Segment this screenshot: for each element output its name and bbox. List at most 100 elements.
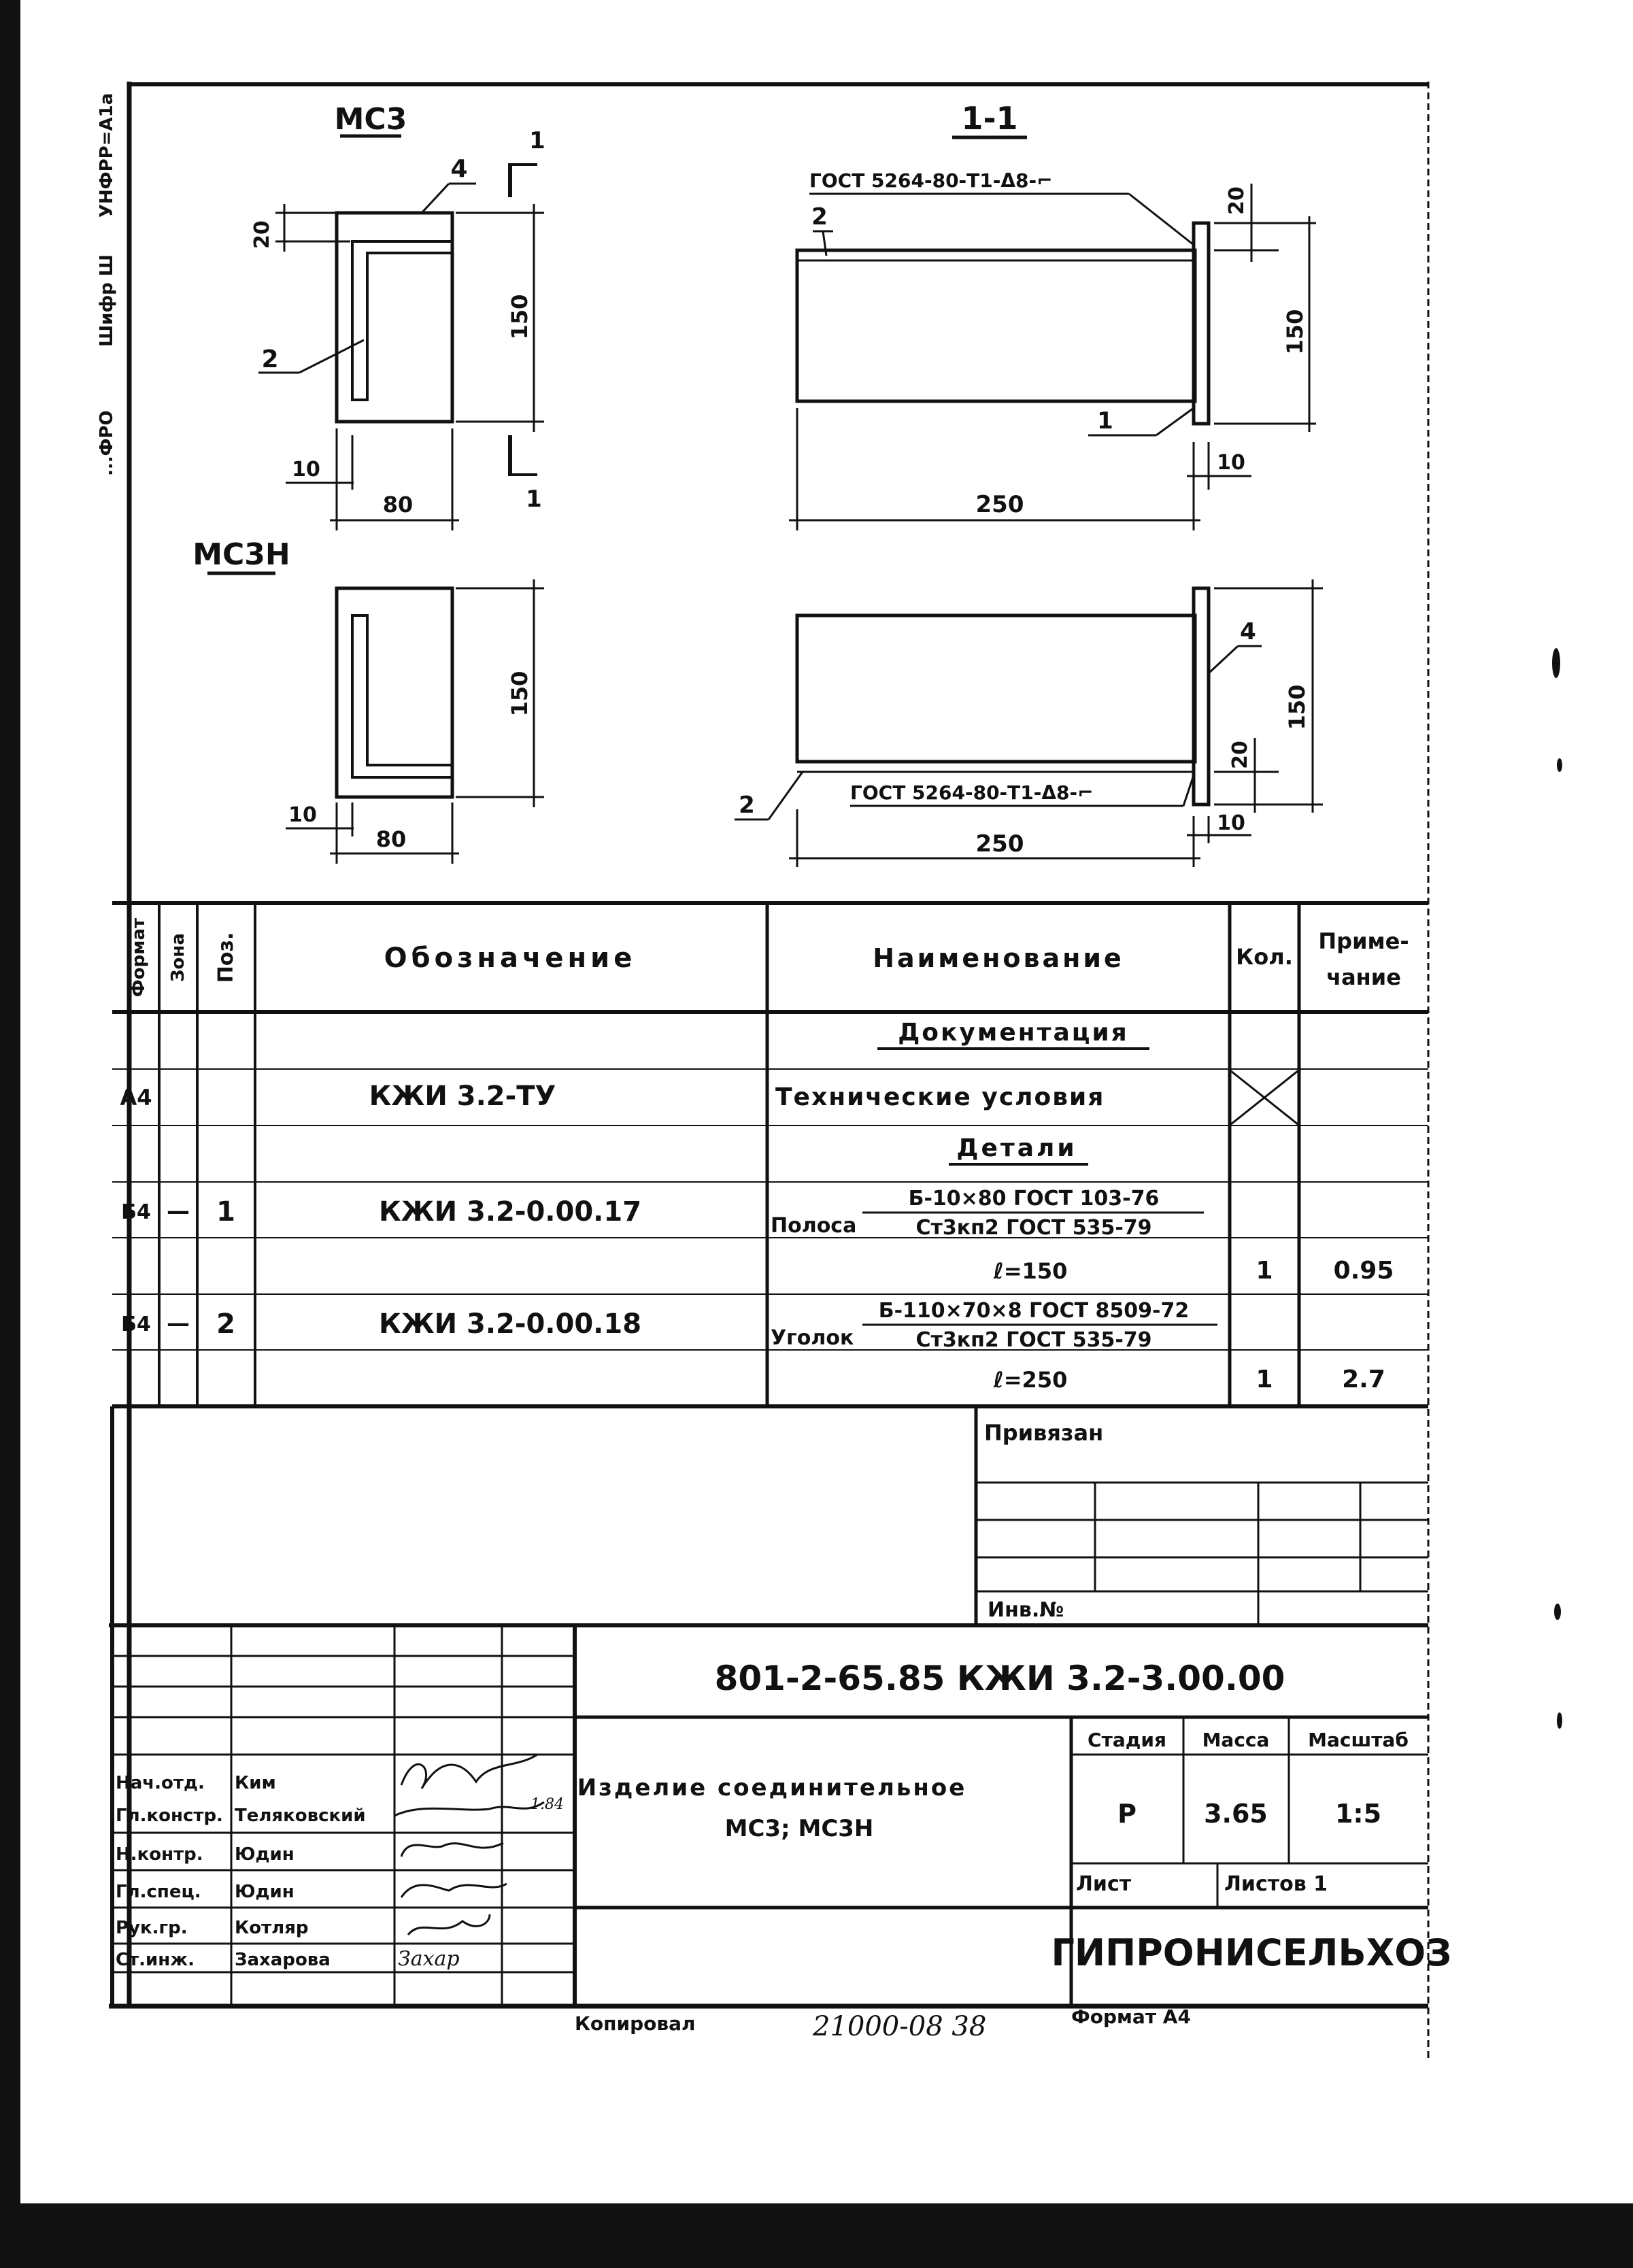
row1-qty: 1 — [1256, 1257, 1273, 1285]
sig-name: Юдин — [235, 1844, 294, 1865]
sheet-frame — [109, 82, 1430, 2061]
row1-designation: КЖИ 3.2-0.00.17 — [379, 1196, 641, 1228]
format-label: Формат А4 — [1071, 2005, 1191, 2028]
row2-qty: 1 — [1256, 1366, 1273, 1393]
copy-number: 21000-08 38 — [812, 2011, 986, 2042]
sig-role: Гл.констр. — [116, 1806, 223, 1826]
header-pos: Поз. — [214, 932, 238, 983]
table-row: Б4 — 2 КЖИ 3.2-0.00.18 Уголок Б-110×70×8… — [121, 1299, 1385, 1393]
row1-note: 0.95 — [1334, 1257, 1394, 1285]
sig-role: Рук.гр. — [116, 1918, 188, 1938]
mass-value: 3.65 — [1204, 1799, 1268, 1829]
item-name-line2: МС3; МС3Н — [725, 1815, 874, 1842]
document-code: 801-2-65.85 КЖИ 3.2-3.00.00 — [715, 1659, 1285, 1698]
row1-pos: 1 — [216, 1196, 235, 1228]
row1-length: ℓ=150 — [993, 1258, 1068, 1284]
view-ms3-section-a: 1 — [529, 127, 545, 154]
scale-label: Масштаб — [1308, 1729, 1409, 1751]
doc-row-format: А4 — [120, 1085, 152, 1111]
binding-block: Привязан Инв.№ — [109, 1406, 1428, 1627]
sig-name: Юдин — [235, 1882, 294, 1902]
margin-stamp-top: УНФРР=А1а — [97, 93, 117, 218]
header-note-line2: чание — [1326, 964, 1401, 990]
header-designation: Обозначение — [384, 943, 637, 974]
copied-label: Копировал — [575, 2012, 696, 2035]
view-ms3-dim-height: 150 — [507, 294, 533, 340]
section-1-1-dim-length: 250 — [976, 491, 1024, 518]
table-row: Б4 — 1 КЖИ 3.2-0.00.17 Полоса Б-10×80 ГО… — [121, 1187, 1394, 1285]
margin-stamp: УНФРР=А1а Шифр Ш ...ФРО — [97, 93, 117, 476]
view-ms3-dim-top: 20 — [250, 220, 274, 249]
inv-label: Инв.№ — [988, 1598, 1064, 1622]
sheets-label: Листов 1 — [1224, 1872, 1328, 1896]
view-ms3n-dim-height: 150 — [507, 671, 533, 717]
section-2-pos-4: 4 — [1240, 618, 1256, 645]
view-ms3-pos-4: 4 — [450, 155, 467, 183]
view-ms3n-dim-width: 80 — [376, 826, 407, 852]
view-ms3n: МС3Н 150 10 80 — [192, 537, 544, 864]
spec-table-headers: Формат Зона Поз. Обозначение Наименовани… — [129, 918, 1409, 997]
scan-left-edge — [0, 0, 20, 2268]
section-2-dim-right: 10 — [1217, 811, 1245, 835]
signature-row: Н.контр. Юдин — [116, 1844, 294, 1865]
row1-format: Б4 — [121, 1200, 151, 1224]
section-1-1-dim-right: 10 — [1217, 451, 1245, 475]
section-2-dim-length: 250 — [976, 830, 1024, 858]
row1-zone: — — [167, 1198, 190, 1225]
section-1-1-title: 1-1 — [961, 100, 1017, 137]
section-2: 4 ГОСТ 5264-80-Т1-Δ8-⌐ 2 150 20 250 10 — [735, 579, 1323, 867]
scan-marks — [1552, 648, 1562, 1729]
section-parts: Детали — [956, 1134, 1077, 1162]
sig-role: Гл.спец. — [116, 1882, 201, 1902]
header-name: Наименование — [873, 943, 1124, 973]
section-1-1-dim-top: 20 — [1225, 186, 1249, 215]
row2-note: 2.7 — [1342, 1366, 1385, 1393]
view-ms3-title: МС3 — [335, 102, 407, 137]
section-docs: Документация — [898, 1019, 1129, 1047]
margin-stamp-bottom: ...ФРО — [97, 410, 117, 476]
sig-name: Ким — [235, 1773, 276, 1793]
header-qty: Кол. — [1236, 944, 1293, 970]
view-ms3-section-b: 1 — [526, 486, 542, 513]
row2-spec-bottom: Ст3кп2 ГОСТ 535-79 — [915, 1328, 1151, 1352]
header-format: Формат — [129, 918, 149, 997]
sig-role: Н.контр. — [116, 1844, 203, 1865]
signature-row: Гл.спец. Юдин — [116, 1882, 294, 1902]
doc-row-designation: КЖИ 3.2-ТУ — [369, 1081, 556, 1112]
row1-name: Полоса — [771, 1214, 856, 1238]
scale-value: 1:5 — [1335, 1799, 1381, 1829]
row2-zone: — — [167, 1310, 190, 1337]
sig-name: Захарова — [235, 1950, 331, 1970]
section-1-1-pos-1: 1 — [1097, 407, 1113, 435]
section-1-1-dim-height: 150 — [1282, 309, 1308, 355]
row2-spec-top: Б-110×70×8 ГОСТ 8509-72 — [879, 1299, 1190, 1323]
section-2-dim-bottom: 20 — [1228, 741, 1252, 769]
sig-date: 1.84 — [531, 1796, 564, 1813]
title-block-text: 801-2-65.85 КЖИ 3.2-3.00.00 Изделие соед… — [116, 1659, 1452, 1974]
row2-designation: КЖИ 3.2-0.00.18 — [379, 1308, 641, 1340]
mass-label: Масса — [1202, 1729, 1270, 1751]
row2-name: Уголок — [771, 1326, 854, 1350]
section-1-1-pos-2: 2 — [811, 203, 828, 231]
row2-pos: 2 — [216, 1308, 235, 1340]
sheet-label: Лист — [1076, 1872, 1132, 1896]
header-note-line1: Приме- — [1318, 928, 1409, 954]
stage-value: Р — [1117, 1799, 1137, 1829]
row2-length: ℓ=250 — [993, 1367, 1068, 1393]
view-ms3-dim-left: 10 — [292, 458, 320, 481]
signature-row: Гл.констр. Теляковский 1.84 — [116, 1796, 564, 1826]
row2-format: Б4 — [121, 1313, 151, 1336]
doc-row-name: Технические условия — [775, 1083, 1105, 1111]
title-block — [110, 1625, 1428, 2006]
stage-label: Стадия — [1088, 1729, 1166, 1751]
signature-scribbles — [394, 1753, 545, 1936]
view-ms3-pos-2: 2 — [261, 345, 278, 373]
section-2-dim-height: 150 — [1284, 685, 1310, 730]
organization: ГИПРОНИСЕЛЬХОЗ — [1051, 1931, 1451, 1974]
binding-label: Привязан — [984, 1420, 1103, 1446]
section-2-weld-note: ГОСТ 5264-80-Т1-Δ8-⌐ — [850, 781, 1094, 804]
spec-table-body: Документация А4 КЖИ 3.2-ТУ Технические у… — [120, 1019, 1394, 1393]
spec-table — [112, 901, 1428, 1408]
sig-name: Теляковский — [235, 1806, 366, 1826]
